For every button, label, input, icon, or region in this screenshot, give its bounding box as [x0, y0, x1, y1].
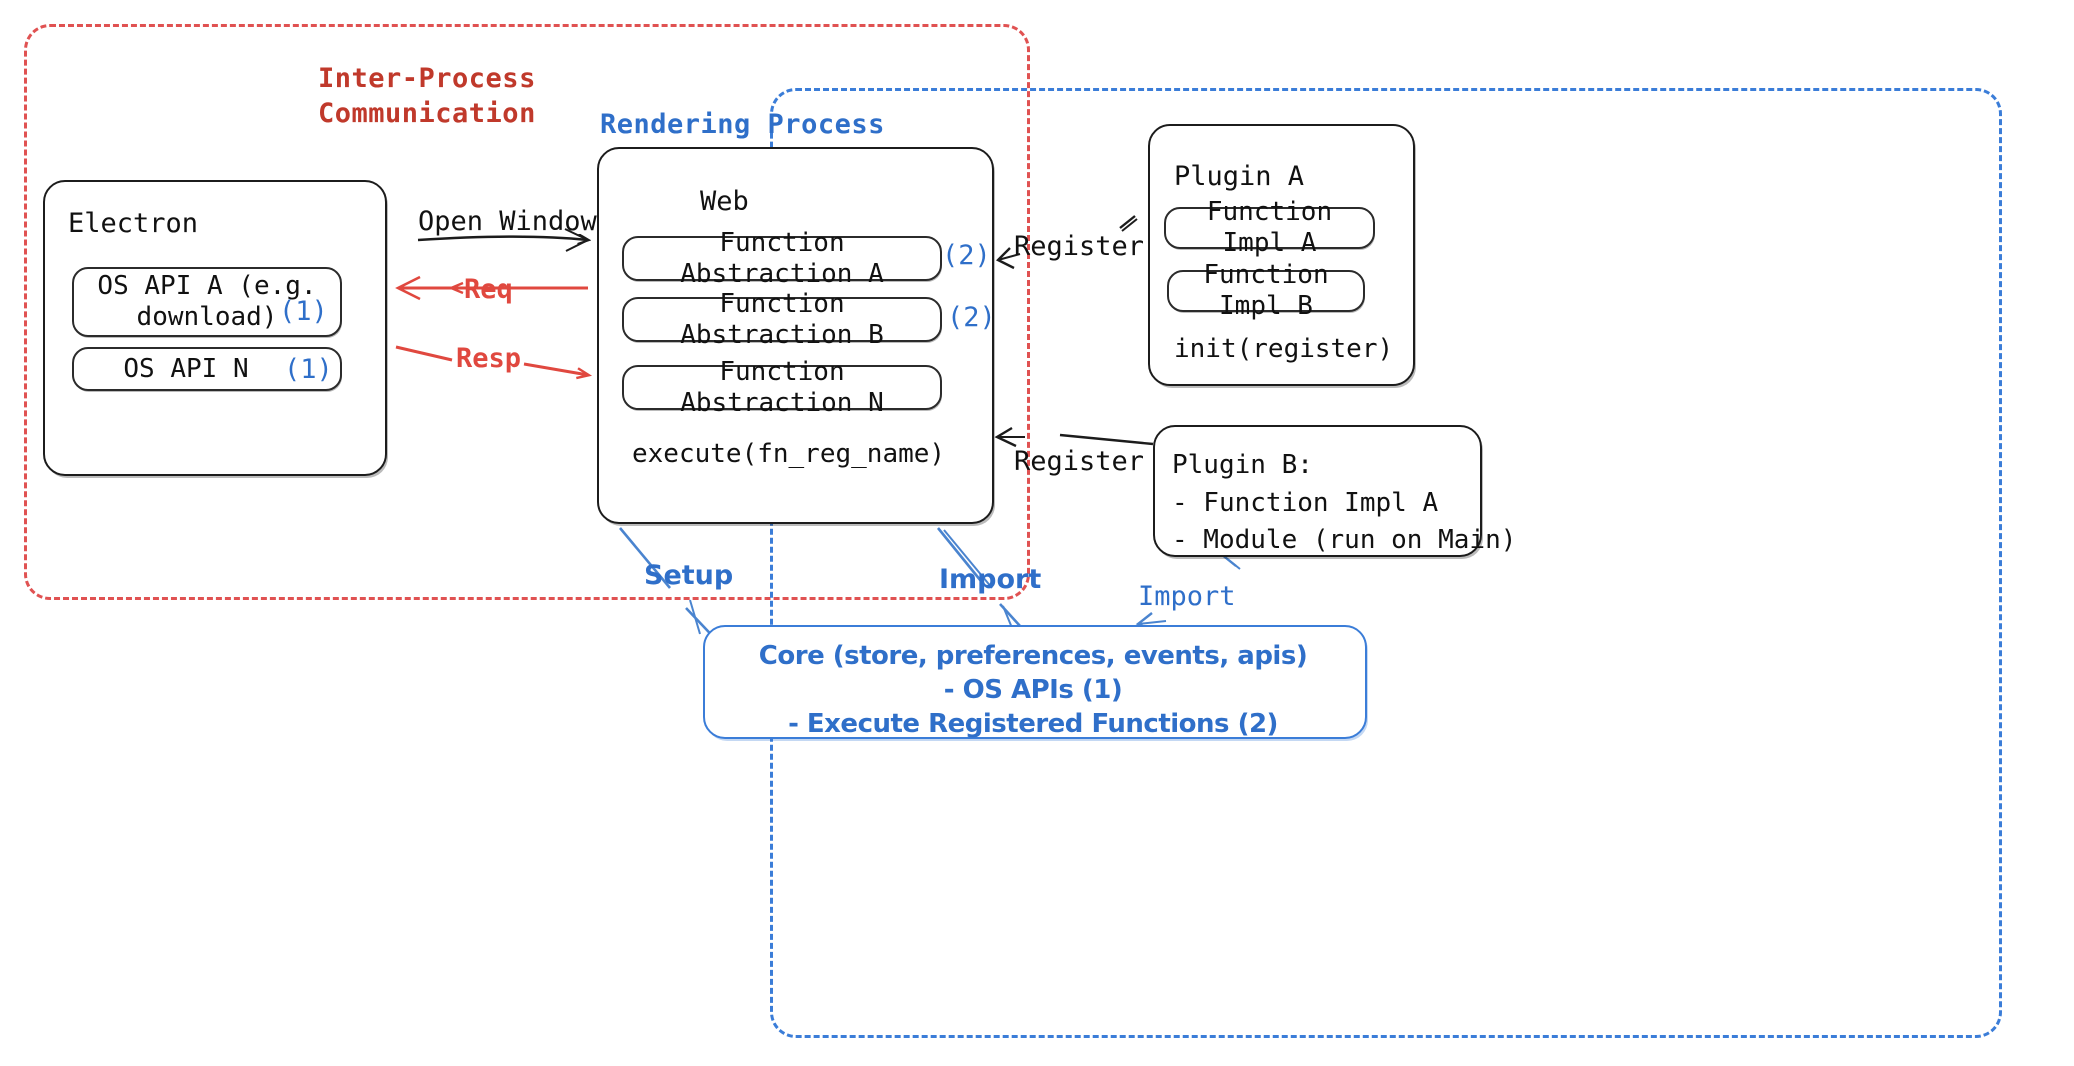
function-abstraction-b-label: Function Abstraction B: [680, 288, 884, 350]
edge-label-register-plugin-a: Register: [1014, 231, 1145, 262]
plugin-b-text: Plugin B: - Function Impl A - Module (ru…: [1172, 450, 1517, 556]
function-abstraction-n-label: Function Abstraction N: [680, 356, 884, 418]
edge-label-import-plugin-core: Import: [1138, 581, 1236, 612]
web-title: Web: [700, 186, 749, 217]
edge-label-register-plugin-b: Register: [1014, 446, 1145, 477]
group-inter-process-communication: [24, 24, 1030, 600]
function-abstraction-b-box: Function Abstraction B: [622, 289, 942, 350]
function-abstraction-a-label: Function Abstraction A: [680, 227, 884, 289]
web-execute-signature: execute(fn_reg_name): [632, 439, 946, 469]
group-label-rendering-process: Rendering Process: [600, 109, 885, 140]
function-impl-b-label: Function Impl B: [1203, 260, 1329, 321]
function-abstraction-n-box: Function Abstraction N: [622, 357, 942, 418]
os-api-n-tag: (1): [284, 354, 333, 385]
plugin-b-box: [1153, 425, 1482, 557]
edge-label-resp: Resp: [456, 343, 522, 374]
function-abstraction-a-box: Function Abstraction A: [622, 228, 942, 289]
os-api-a-label: OS API A (e.g. download): [97, 271, 317, 332]
edge-label-req: Req: [464, 274, 513, 305]
function-abstraction-b-tag: (2): [947, 302, 996, 333]
function-impl-b-box: Function Impl B: [1167, 260, 1365, 321]
plugin-a-title: Plugin A: [1174, 161, 1305, 192]
os-api-n-box: OS API N: [72, 347, 342, 391]
function-abstraction-a-tag: (2): [942, 240, 991, 271]
os-api-a-tag: (1): [279, 296, 328, 327]
edge-label-setup: Setup: [644, 560, 734, 591]
core-box: [703, 625, 1367, 739]
os-api-n-label: OS API N: [123, 353, 249, 384]
core-text: Core (store, preferences, events, apis) …: [758, 641, 1308, 739]
group-rendering-process: [770, 88, 2002, 1038]
edge-label-open-window: Open Window: [418, 206, 597, 237]
plugin-a-init-signature: init(register): [1174, 334, 1394, 364]
os-api-a-box: OS API A (e.g. download): [72, 267, 342, 337]
electron-title: Electron: [68, 208, 199, 239]
plugin-a-box: [1148, 124, 1415, 386]
function-impl-a-box: Function Impl A: [1164, 197, 1375, 258]
group-label-ipc: Inter-Process Communication: [318, 63, 536, 129]
edge-label-import-web-core: Import: [939, 564, 1042, 595]
function-impl-a-label: Function Impl A: [1206, 197, 1333, 258]
